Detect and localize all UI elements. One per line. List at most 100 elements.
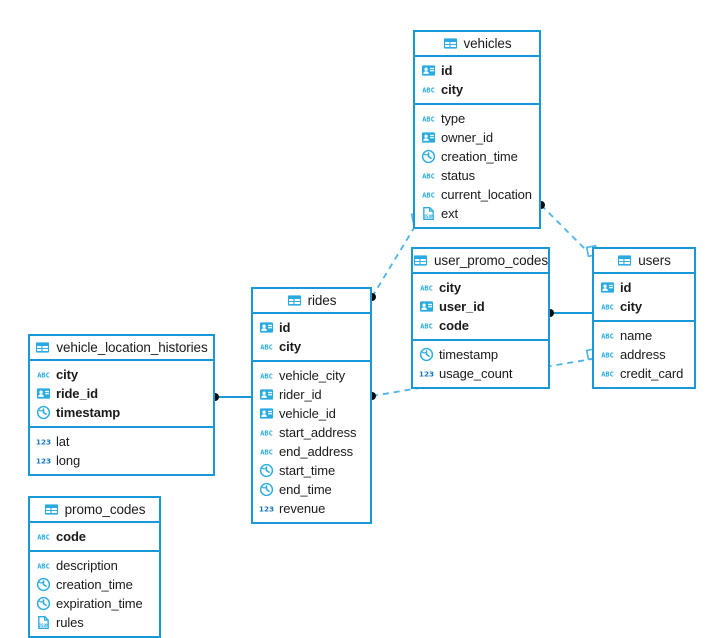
table-header-rides[interactable]: rides — [253, 289, 370, 314]
field-row: ABC city — [253, 337, 370, 356]
svg-text:JSON: JSON — [38, 623, 49, 629]
field-row: ABC start_address — [253, 423, 370, 442]
field-name: id — [620, 280, 632, 295]
svg-text:JSON: JSON — [423, 214, 434, 220]
column-section: ABC type owner_id creation_time ABC stat… — [415, 103, 539, 227]
table-header-vehicle_location_histories[interactable]: vehicle_location_histories — [30, 336, 213, 361]
field-row: JSON ext — [415, 204, 539, 223]
abc-string-icon: ABC — [36, 558, 51, 573]
field-name: revenue — [279, 501, 326, 516]
abc-string-icon: ABC — [421, 187, 436, 202]
entity-table-user_promo_codes[interactable]: user_promo_codes ABC city user_id ABC co… — [411, 247, 550, 389]
field-name: description — [56, 558, 118, 573]
table-icon — [617, 253, 632, 268]
field-row: id — [594, 278, 694, 297]
field-row: timestamp — [30, 403, 213, 422]
field-row: expiration_time — [30, 594, 159, 613]
relationship-vehicle_location_histories-rides[interactable] — [211, 393, 251, 401]
field-row: ABC city — [413, 278, 548, 297]
field-name: creation_time — [441, 149, 518, 164]
abc-string-icon: ABC — [421, 82, 436, 97]
field-row: timestamp — [413, 345, 548, 364]
field-name: expiration_time — [56, 596, 143, 611]
entity-table-users[interactable]: users id ABC city ABC name ABC address A… — [592, 247, 696, 389]
relationship-user_promo_codes-users[interactable] — [546, 309, 592, 317]
svg-text:ABC: ABC — [260, 430, 273, 438]
abc-string-icon: ABC — [36, 529, 51, 544]
field-name: timestamp — [439, 347, 499, 362]
field-name: user_id — [439, 299, 485, 314]
field-name: id — [279, 320, 291, 335]
svg-text:ABC: ABC — [37, 534, 50, 542]
table-header-promo_codes[interactable]: promo_codes — [30, 498, 159, 523]
field-name: lat — [56, 434, 70, 449]
field-name: rider_id — [279, 387, 322, 402]
svg-text:ABC: ABC — [37, 563, 50, 571]
abc-string-icon: ABC — [259, 368, 274, 383]
clock-timestamp-icon — [421, 149, 436, 164]
svg-text:ABC: ABC — [260, 373, 273, 381]
abc-string-icon: ABC — [421, 111, 436, 126]
key-field-icon — [419, 299, 434, 314]
primary-key-section: id ABC city — [594, 274, 694, 320]
abc-string-icon: ABC — [259, 339, 274, 354]
field-name: timestamp — [56, 405, 121, 420]
field-name: credit_card — [620, 366, 684, 381]
field-name: owner_id — [441, 130, 493, 145]
table-header-vehicles[interactable]: vehicles — [415, 32, 539, 57]
key-field-icon — [259, 320, 274, 335]
table-icon — [44, 502, 59, 517]
123-number-icon: 123 — [36, 434, 51, 449]
svg-text:123: 123 — [419, 370, 434, 379]
json-document-icon: JSON — [421, 206, 436, 221]
svg-text:ABC: ABC — [601, 371, 614, 379]
primary-key-section: ABC code — [30, 523, 159, 550]
field-name: ext — [441, 206, 459, 221]
field-row: ABC status — [415, 166, 539, 185]
primary-key-section: ABC city ride_id timestamp — [30, 361, 213, 426]
entity-table-vehicle_location_histories[interactable]: vehicle_location_histories ABC city ride… — [28, 334, 215, 476]
123-number-icon: 123 — [259, 501, 274, 516]
table-header-user_promo_codes[interactable]: user_promo_codes — [413, 249, 548, 274]
table-icon — [443, 36, 458, 51]
svg-text:ABC: ABC — [601, 304, 614, 312]
field-name: city — [279, 339, 302, 354]
field-name: start_address — [279, 425, 357, 440]
svg-text:ABC: ABC — [422, 192, 435, 200]
field-name: status — [441, 168, 476, 183]
field-name: start_time — [279, 463, 336, 478]
field-name: usage_count — [439, 366, 513, 381]
entity-table-rides[interactable]: rides id ABC city ABC vehicle_city rider… — [251, 287, 372, 524]
field-row: id — [415, 61, 539, 80]
field-name: id — [441, 63, 453, 78]
field-row: id — [253, 318, 370, 337]
table-name: rides — [307, 293, 337, 308]
table-name: users — [638, 253, 671, 268]
svg-text:ABC: ABC — [601, 333, 614, 341]
entity-table-vehicles[interactable]: vehicles id ABC city ABC type owner_id — [413, 30, 541, 229]
field-row: ABC city — [415, 80, 539, 99]
field-row: ABC city — [30, 365, 213, 384]
field-row: ABC code — [413, 316, 548, 335]
svg-text:ABC: ABC — [260, 344, 273, 352]
abc-string-icon: ABC — [259, 444, 274, 459]
primary-key-section: id ABC city — [415, 57, 539, 103]
column-section: 123 lat 123 long — [30, 426, 213, 474]
field-row: ABC name — [594, 326, 694, 345]
field-row: vehicle_id — [253, 404, 370, 423]
abc-string-icon: ABC — [600, 366, 615, 381]
field-row: creation_time — [30, 575, 159, 594]
key-field-icon — [259, 406, 274, 421]
table-name: vehicles — [463, 36, 512, 51]
field-name: creation_time — [56, 577, 133, 592]
entity-table-promo_codes[interactable]: promo_codes ABC code ABC description cre… — [28, 496, 161, 638]
svg-text:ABC: ABC — [601, 352, 614, 360]
field-row: start_time — [253, 461, 370, 480]
field-name: city — [441, 82, 464, 97]
key-field-icon — [421, 130, 436, 145]
table-header-users[interactable]: users — [594, 249, 694, 274]
key-field-icon — [259, 387, 274, 402]
field-row: ABC address — [594, 345, 694, 364]
field-row: 123 usage_count — [413, 364, 548, 383]
